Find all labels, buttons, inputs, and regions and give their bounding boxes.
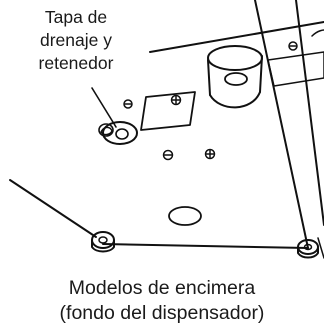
- panel-left-edge: [9, 179, 97, 238]
- panel-far-right-edge-2: [317, 237, 324, 259]
- front-left-foot: [91, 231, 115, 253]
- panel-right-edge: [254, 0, 309, 249]
- screw-heads: [123, 41, 298, 161]
- drain-cap-retainer: [91, 87, 138, 145]
- panel-far-right-edge: [295, 0, 324, 226]
- rear-foot-cylinder: [207, 45, 263, 109]
- callout-leader: [91, 87, 117, 128]
- callout-line: drenaje y: [40, 30, 112, 50]
- mount-bracket: [267, 51, 324, 87]
- figure-caption: Modelos de encimera (fondo del dispensad…: [0, 276, 324, 326]
- recessed-plate: [140, 91, 196, 131]
- caption-line: Modelos de encimera: [68, 277, 256, 299]
- callout-line: Tapa de: [44, 7, 108, 27]
- front-right-foot: [297, 239, 319, 259]
- caption-line: (fondo del dispensador): [59, 302, 265, 324]
- drain-cap-callout-label: Tapa de drenaje y retenedor: [6, 6, 146, 75]
- panel-front-edge: [102, 243, 309, 249]
- oval-opening: [168, 206, 202, 226]
- callout-line: retenedor: [38, 53, 114, 73]
- panel-top-edge: [149, 21, 324, 53]
